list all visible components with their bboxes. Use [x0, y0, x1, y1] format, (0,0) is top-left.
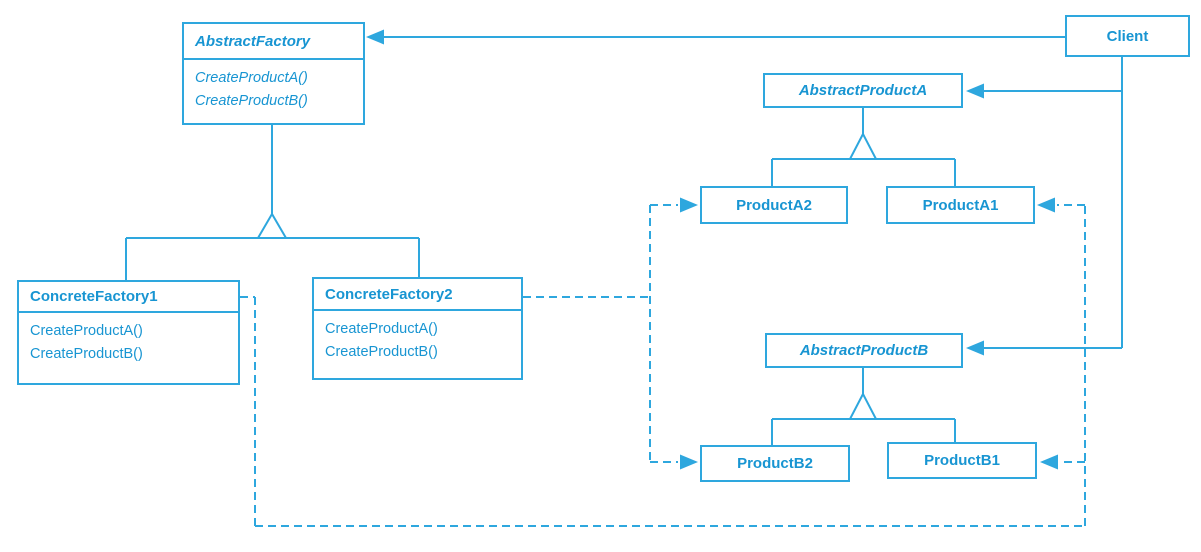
arrowhead-icon: [966, 340, 984, 356]
class-box-abstract-product-a: AbstractProductA: [763, 73, 963, 108]
arrowhead-icon: [680, 454, 698, 470]
class-method: CreateProductB(): [195, 93, 308, 109]
generalization-triangle-icon: [848, 131, 878, 160]
class-method: CreateProductA(): [195, 70, 308, 86]
arrowhead-icon: [680, 197, 698, 213]
class-box-product-a2: ProductA2: [700, 186, 848, 224]
generalization-triangle-icon: [848, 391, 878, 420]
class-title: ProductB1: [924, 452, 1000, 469]
class-title: ProductA1: [922, 196, 999, 214]
arrowhead-icon: [1037, 197, 1055, 213]
class-title: ProductB2: [737, 455, 813, 472]
class-box-client: Client: [1065, 15, 1190, 57]
class-method: CreateProductB(): [325, 344, 438, 360]
class-method: CreateProductB(): [30, 346, 143, 362]
class-box-abstract-factory: AbstractFactory CreateProductA() CreateP…: [182, 22, 365, 125]
class-box-product-a1: ProductA1: [886, 186, 1035, 224]
class-title: AbstractProductB: [799, 342, 929, 359]
arrowhead-icon: [366, 29, 384, 45]
class-box-concrete-factory-2: ConcreteFactory2 CreateProductA() Create…: [312, 277, 523, 380]
arrowhead-icon: [1040, 454, 1058, 470]
class-title: Client: [1106, 27, 1149, 45]
class-box-concrete-factory-1: ConcreteFactory1 CreateProductA() Create…: [17, 280, 240, 385]
class-box-product-b2: ProductB2: [700, 445, 850, 482]
generalization-triangle-icon: [256, 212, 288, 239]
class-method: CreateProductA(): [325, 321, 438, 337]
class-method: CreateProductA(): [30, 323, 143, 339]
class-title: ConcreteFactory1: [19, 282, 238, 313]
class-title: AbstractProductA: [798, 82, 928, 99]
class-title: ConcreteFactory2: [314, 279, 521, 311]
arrowhead-icon: [966, 83, 984, 99]
class-title: ProductA2: [736, 196, 812, 214]
class-title: AbstractFactory: [184, 24, 363, 60]
class-box-product-b1: ProductB1: [887, 442, 1037, 479]
class-box-abstract-product-b: AbstractProductB: [765, 333, 963, 368]
